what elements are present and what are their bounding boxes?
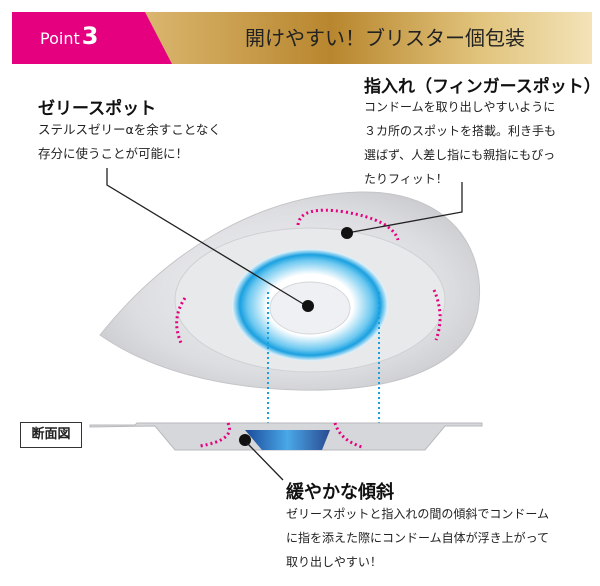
jelly-spot-marker	[302, 300, 314, 312]
text-line: ３カ所のスポットを搭載。利き手も	[364, 124, 557, 138]
text-line: ゼリースポットと指入れの間の傾斜でコンドーム	[286, 507, 550, 521]
text-line: 選ばず、人差し指にも親指にもぴっ	[364, 148, 556, 162]
slope-description: ゼリースポットと指入れの間の傾斜でコンドーム に指を添えた際にコンドーム自体が浮…	[286, 502, 549, 574]
finger-spot-description: コンドームを取り出しやすいように ３カ所のスポットを搭載。利き手も 選ばず、人差…	[364, 95, 556, 191]
cross-section-label: 断面図	[20, 422, 82, 448]
text-line: 取り出しやすい！	[286, 555, 382, 569]
point-number: 3	[81, 22, 99, 50]
text-line: ステルスゼリーαを余すことなく	[38, 122, 221, 137]
jelly-spot-title: ゼリースポット	[38, 99, 157, 119]
leader-lines	[106, 168, 463, 425]
text-line: コンドームを取り出しやすいように	[364, 100, 556, 114]
text-line: 存分に使うことが可能に！	[38, 146, 189, 161]
finger-spot-marker	[341, 227, 353, 239]
jelly-spot-description: ステルスゼリーαを余すことなく 存分に使うことが可能に！	[38, 118, 221, 166]
finger-spot-title: 指入れ（フィンガースポット）	[364, 77, 600, 97]
cross-section-view	[89, 422, 483, 481]
slope-title: 緩やかな傾斜	[286, 482, 394, 503]
blister-top-view	[99, 191, 480, 391]
point-badge	[12, 12, 172, 64]
slope-marker	[239, 434, 251, 446]
text-line: たりフィット！	[364, 172, 448, 186]
banner-title: 開けやすい！ブリスター個包装	[245, 26, 525, 50]
point-label: Point3	[40, 22, 98, 50]
text-line: に指を添えた際にコンドーム自体が浮き上がって	[286, 531, 550, 545]
point-text: Point	[40, 29, 80, 48]
